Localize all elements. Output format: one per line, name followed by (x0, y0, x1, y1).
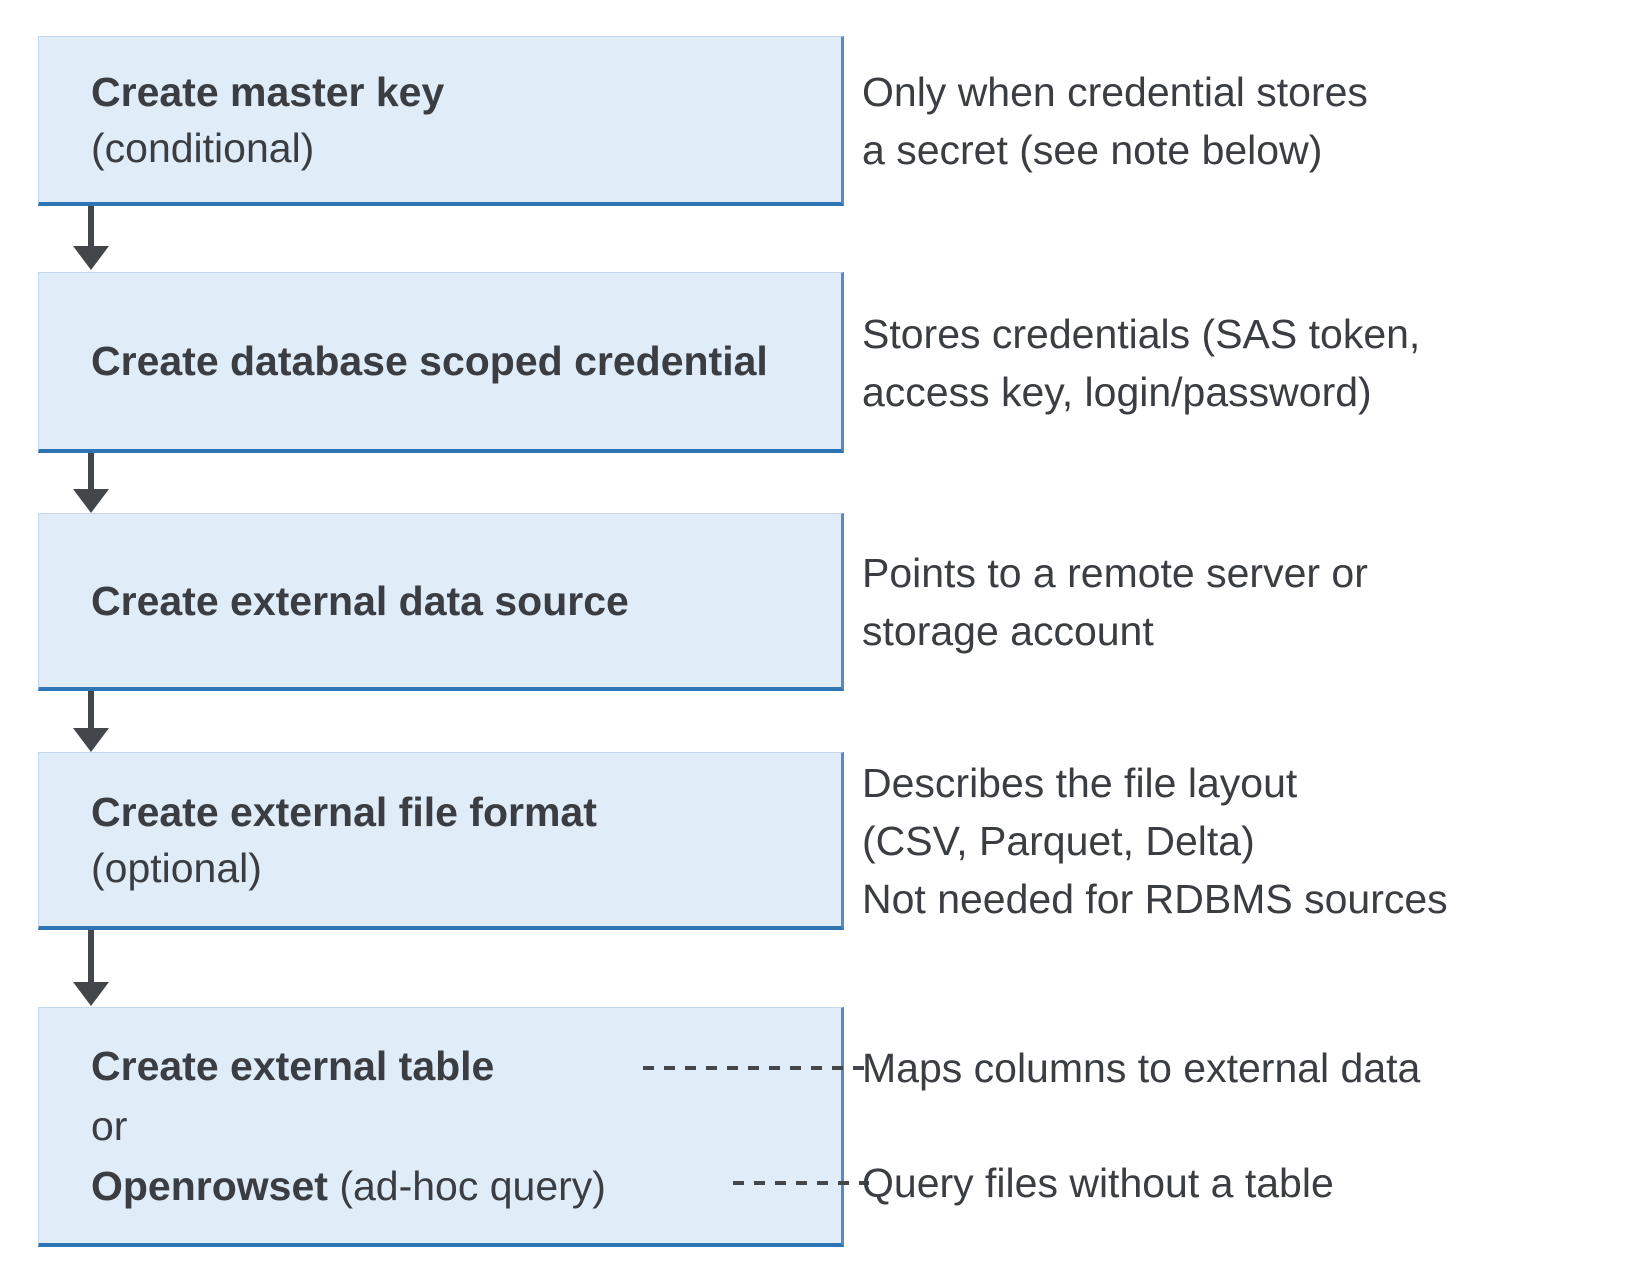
down-arrow-icon (73, 453, 109, 513)
step-title: Create external data source (91, 577, 629, 624)
step-title: Create database scoped credential (91, 338, 768, 384)
step-box-create-master-key: Create master key (conditional) (38, 36, 844, 206)
annotation-master-key: Only when credential stores a secret (se… (862, 69, 1368, 173)
step-openrowset-suffix: (ad-hoc query) (327, 1162, 606, 1209)
step-box-database-scoped-credential: Create database scoped credential (38, 272, 844, 453)
arrow-head (73, 489, 109, 513)
annotation-data-source: Points to a remote server or storage acc… (862, 550, 1368, 654)
step-or-label: or (91, 1102, 128, 1149)
step-title-openrowset: Openrowset (91, 1162, 328, 1209)
arrow-head (73, 246, 109, 270)
step-title: Create external file format (91, 788, 597, 835)
down-arrow-icon (73, 691, 109, 752)
step-title-external-table: Create external table (91, 1042, 495, 1089)
step-title: Create master key (91, 68, 445, 115)
step-box-external-data-source: Create external data source (38, 513, 844, 691)
step-subtitle: (optional) (91, 844, 262, 891)
annotation-file-format: Describes the file layout (CSV, Parquet,… (862, 760, 1448, 922)
step-box-external-table-or-openrowset: Create external table or Openrowset (ad-… (38, 1007, 844, 1247)
arrow-head (73, 982, 109, 1006)
down-arrow-icon (73, 930, 109, 1006)
arrow-stem (88, 453, 94, 489)
step-subtitle: (conditional) (91, 124, 315, 171)
arrow-head (73, 728, 109, 752)
arrow-stem (88, 691, 94, 728)
arrow-stem (88, 930, 94, 982)
annotation-credential: Stores credentials (SAS token, access ke… (862, 310, 1421, 415)
down-arrow-icon (73, 206, 109, 270)
dashed-connector-external-table (643, 1066, 869, 1070)
dashed-connector-openrowset (733, 1181, 869, 1185)
annotation-openrowset: Query files without a table (862, 1160, 1334, 1206)
annotation-external-table: Maps columns to external data (862, 1045, 1421, 1091)
step-box-external-file-format: Create external file format (optional) (38, 752, 844, 930)
arrow-stem (88, 206, 94, 246)
